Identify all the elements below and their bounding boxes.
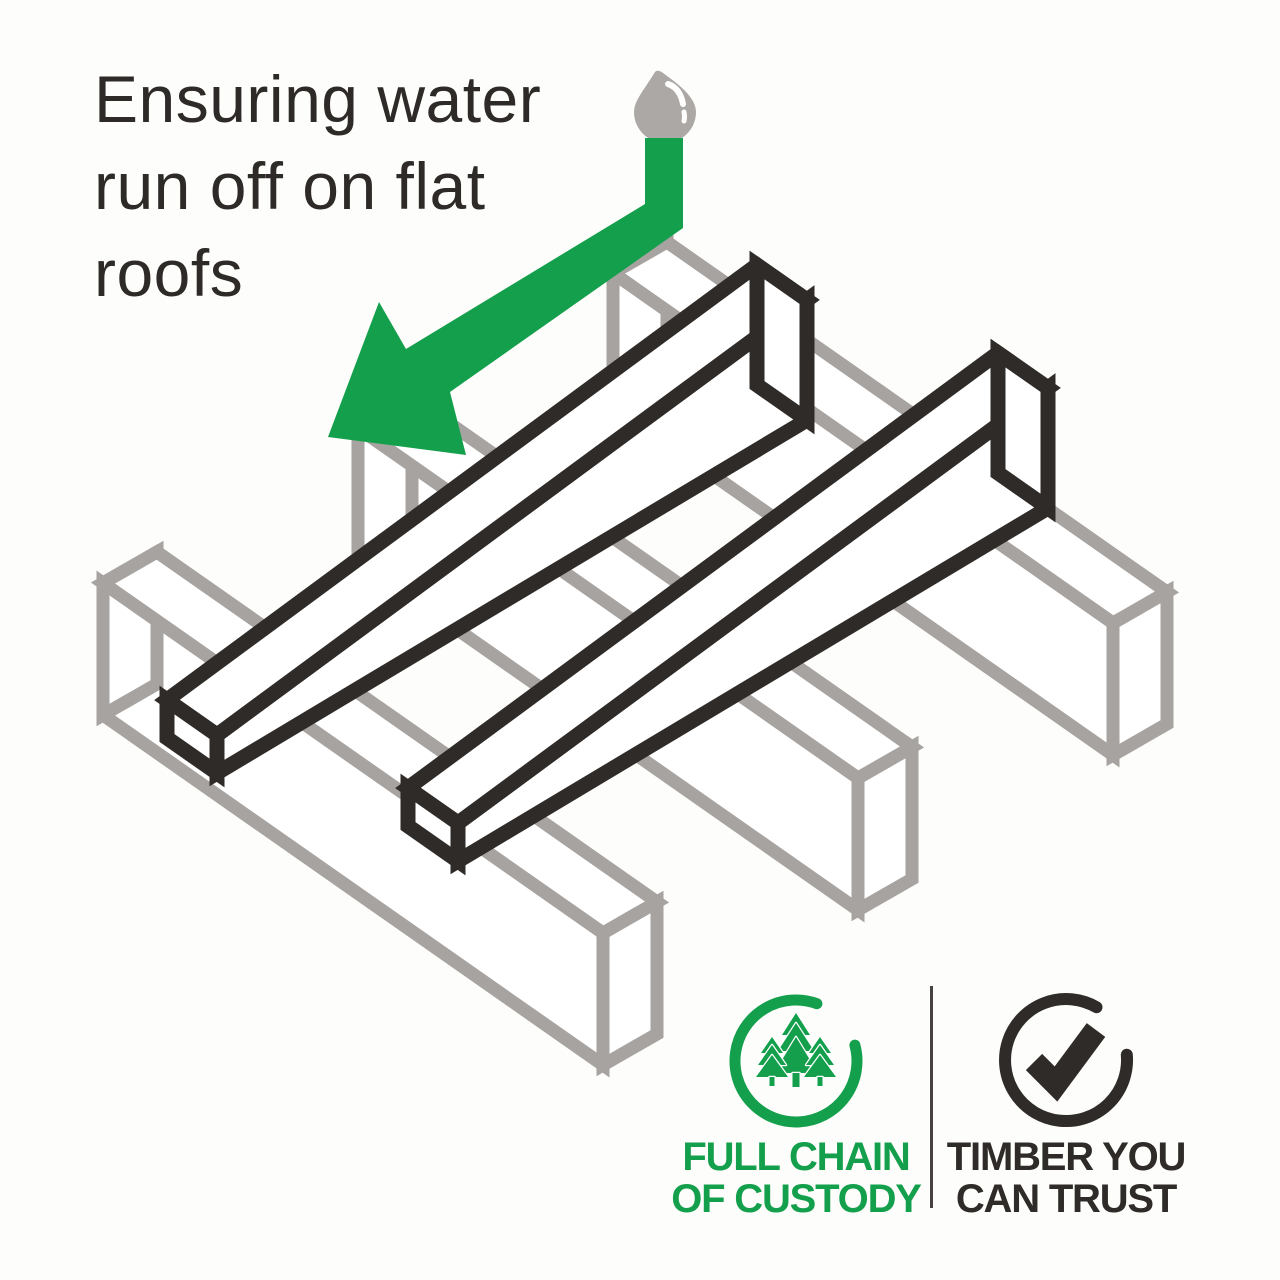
check-ring xyxy=(999,993,1134,1127)
title-line-3: roofs xyxy=(94,236,244,310)
water-droplet-icon xyxy=(634,70,696,143)
title-line-1: Ensuring water xyxy=(94,62,542,136)
timber-badge-line-2: CAN TRUST xyxy=(955,1177,1177,1221)
firring-strips xyxy=(154,250,1061,876)
timber-badge-label: TIMBER YOU CAN TRUST xyxy=(916,1136,1216,1220)
page-title: Ensuring water run off on flat roofs xyxy=(94,56,654,317)
chain-ring-icon xyxy=(729,994,863,1128)
check-ring-icon xyxy=(999,993,1134,1127)
pine-tree-right xyxy=(802,1035,838,1088)
badge-divider xyxy=(930,986,933,1208)
chain-badge-line-1: FULL CHAIN xyxy=(682,1135,910,1179)
flow-arrow xyxy=(328,138,683,455)
title-line-2: run off on flat xyxy=(94,149,486,223)
pine-trees-icon xyxy=(754,1011,838,1089)
chain-badge-line-2: OF CUSTODY xyxy=(671,1177,922,1221)
chain-badge-label: FULL CHAIN OF CUSTODY xyxy=(646,1136,946,1220)
firring-strip-left xyxy=(154,250,820,788)
pine-tree-left xyxy=(754,1035,790,1088)
chain-ring xyxy=(729,994,863,1128)
checkmark-icon xyxy=(1025,1023,1106,1102)
timber-badge-line-1: TIMBER YOU xyxy=(946,1135,1187,1179)
firring-strip-right xyxy=(395,338,1061,876)
